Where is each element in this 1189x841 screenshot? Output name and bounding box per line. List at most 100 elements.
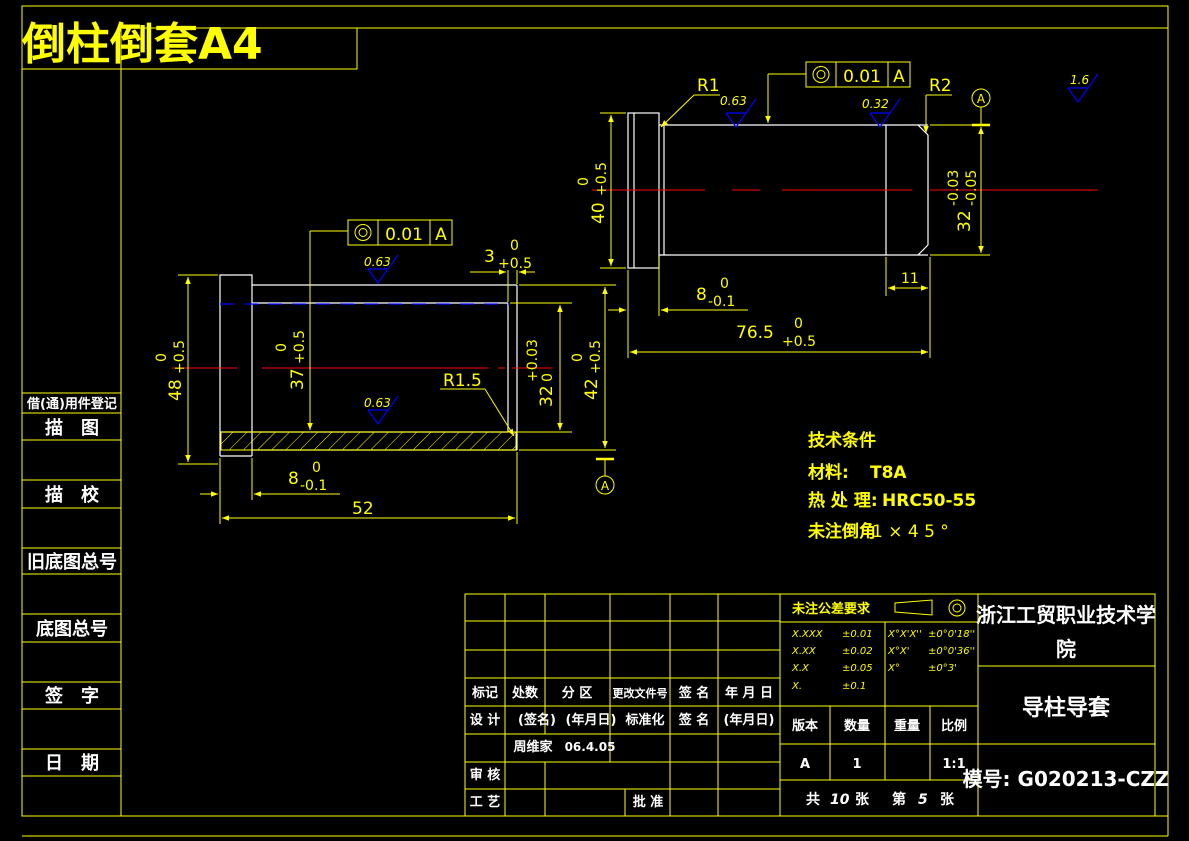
tech-chamfer-label: 未注倒角 bbox=[807, 521, 876, 542]
tech-material-label: 材料: bbox=[808, 462, 849, 483]
pillar-dim-40-upper: +0.5 bbox=[594, 162, 610, 196]
bushing-roughness-bottom: 0.63 bbox=[364, 396, 391, 410]
bushing-dim-37-upper: +0.5 bbox=[292, 330, 308, 364]
bushing-datum-label: A bbox=[601, 479, 610, 493]
drawing-number: 模号: G020213-CZZ bbox=[963, 767, 1170, 791]
pillar-dim-76-5: 76.5 bbox=[736, 323, 774, 343]
bushing-section-hatch bbox=[220, 431, 517, 451]
sheet-total-label: 共 bbox=[806, 791, 820, 808]
bushing-dim-52: 52 bbox=[352, 499, 374, 519]
pillar-datum-label: A bbox=[977, 92, 986, 106]
sign-label-std: 标准化 bbox=[624, 712, 664, 728]
bushing-dim-8-lower: -0.1 bbox=[300, 478, 327, 494]
tech-heat-value: HRC50-55 bbox=[882, 491, 976, 511]
design-date: 06.4.05 bbox=[565, 740, 616, 754]
sign-label-date: (年月日) bbox=[566, 712, 617, 728]
title-block-grid bbox=[464, 593, 1156, 817]
pillar-roughness-left: 0.63 bbox=[720, 94, 747, 108]
attr-weight: 重量 bbox=[894, 718, 920, 734]
bushing-dim-37-lower: 0 bbox=[274, 343, 290, 352]
bushing-dim-42: 42 bbox=[582, 378, 602, 400]
pillar-dim-32-upper: -0.03 bbox=[946, 170, 962, 206]
tech-heat-label: 热 处 理: bbox=[808, 490, 878, 511]
company-name-line2: 院 bbox=[1056, 637, 1076, 661]
pillar-fcf-tolerance: 0.01 bbox=[843, 67, 881, 87]
attr-quantity: 数量 bbox=[844, 718, 870, 734]
tech-material-value: T8A bbox=[870, 463, 907, 483]
sheet-word-1: 张 bbox=[855, 792, 870, 808]
strip-old-no: 旧底图总号 bbox=[27, 551, 117, 573]
sheet-word-2: 张 bbox=[940, 792, 955, 808]
bushing-dim-3: 3 bbox=[484, 247, 495, 267]
sign-label-date2: (年月日) bbox=[724, 712, 775, 728]
attr-scale-value: 1:1 bbox=[942, 757, 965, 772]
ang-row-2-value: ±0°0'36'' bbox=[928, 646, 975, 657]
bushing-roughness-top: 0.63 bbox=[364, 255, 391, 269]
drawing-name: 导柱导套 bbox=[1022, 695, 1110, 721]
pillar-dim-8-upper: 0 bbox=[720, 276, 729, 292]
drawing-title: 倒柱倒套A4 bbox=[21, 19, 263, 70]
tol-row-2-format: X.XX bbox=[791, 646, 817, 657]
tol-row-1-format: X.XXX bbox=[791, 629, 824, 640]
sheet-no: 5 bbox=[918, 792, 928, 808]
sheet-no-label: 第 bbox=[892, 791, 906, 808]
tol-row-3-format: X.X bbox=[791, 663, 810, 674]
sheet-total: 10 bbox=[830, 792, 850, 808]
bushing-dim-48: 48 bbox=[166, 379, 186, 401]
general-roughness: 1.6 bbox=[1070, 73, 1089, 87]
bushing-dim-48-upper: +0.5 bbox=[172, 340, 188, 374]
tol-row-4-format: X. bbox=[791, 681, 802, 692]
pillar-dim-40: 40 bbox=[589, 202, 609, 224]
sign-label-name: (签名) bbox=[518, 712, 556, 728]
bushing-outline bbox=[219, 274, 518, 457]
tol-header: 未注公差要求 bbox=[791, 601, 871, 617]
rev-label-mark: 标记 bbox=[471, 685, 498, 701]
bushing-dim-3-upper: 0 bbox=[510, 238, 519, 254]
pillar-dim-32: 32 bbox=[955, 210, 975, 232]
tol-row-4-value: ±0.1 bbox=[842, 681, 866, 692]
rev-label-count: 处数 bbox=[511, 685, 539, 701]
pillar-dim-32-lower: -0.05 bbox=[964, 170, 980, 206]
bushing-fcf bbox=[347, 219, 453, 246]
tol-row-1-value: ±0.01 bbox=[842, 629, 873, 640]
attr-quantity-value: 1 bbox=[852, 757, 861, 772]
bushing-fcf-datum: A bbox=[435, 225, 447, 245]
bushing-dim-42-lower: 0 bbox=[570, 353, 586, 362]
ang-row-2-format: X°X' bbox=[887, 646, 909, 657]
pillar-roughness-right: 0.32 bbox=[862, 97, 889, 111]
ang-row-3-format: X° bbox=[887, 663, 900, 674]
ang-row-1-value: ±0°0'18'' bbox=[928, 629, 975, 640]
pillar-dim-lines bbox=[600, 73, 991, 358]
left-registration-strip bbox=[22, 392, 121, 777]
drawing-frame bbox=[21, 5, 1169, 837]
strip-draw: 描 图 bbox=[45, 417, 99, 439]
tech-heading: 技术条件 bbox=[808, 430, 876, 451]
rev-label-zone: 分 区 bbox=[562, 685, 593, 701]
pillar-fcf bbox=[805, 61, 911, 88]
sign-label-design: 设 计 bbox=[470, 712, 501, 728]
pillar-dim-8: 8 bbox=[696, 285, 707, 305]
pillar-dim-r2: R2 bbox=[929, 76, 952, 96]
ang-row-3-value: ±0°3' bbox=[928, 663, 957, 674]
bushing-dim-42-upper: +0.5 bbox=[588, 340, 604, 374]
bushing-roughness-symbols bbox=[367, 254, 399, 426]
strip-check: 描 校 bbox=[45, 484, 100, 506]
technical-conditions: 技术条件 材料: T8A 热 处 理: HRC50-55 未注倒角 1 × 4 … bbox=[807, 430, 976, 542]
pillar-fcf-datum: A bbox=[893, 67, 905, 87]
bushing-dim-32: 32 bbox=[537, 385, 557, 407]
approve-label: 批 准 bbox=[633, 794, 664, 810]
bushing-dim-32-lower: 0 bbox=[540, 373, 556, 382]
pillar-dim-76-5-lower: +0.5 bbox=[782, 334, 816, 350]
bushing-dim-lines bbox=[178, 230, 616, 524]
tol-row-2-value: ±0.02 bbox=[842, 646, 873, 657]
pillar-dim-r1: R1 bbox=[697, 76, 720, 96]
bushing-dim-8: 8 bbox=[288, 469, 299, 489]
pillar-dim-8-lower: -0.1 bbox=[708, 294, 735, 310]
attr-version-value: A bbox=[800, 757, 810, 772]
pillar-dim-11: 11 bbox=[901, 271, 919, 287]
bushing-dim-37: 37 bbox=[288, 368, 308, 390]
bushing-fcf-tolerance: 0.01 bbox=[385, 225, 423, 245]
bushing-dim-3-lower: +0.5 bbox=[498, 256, 532, 272]
strip-sign: 签 字 bbox=[44, 685, 99, 707]
